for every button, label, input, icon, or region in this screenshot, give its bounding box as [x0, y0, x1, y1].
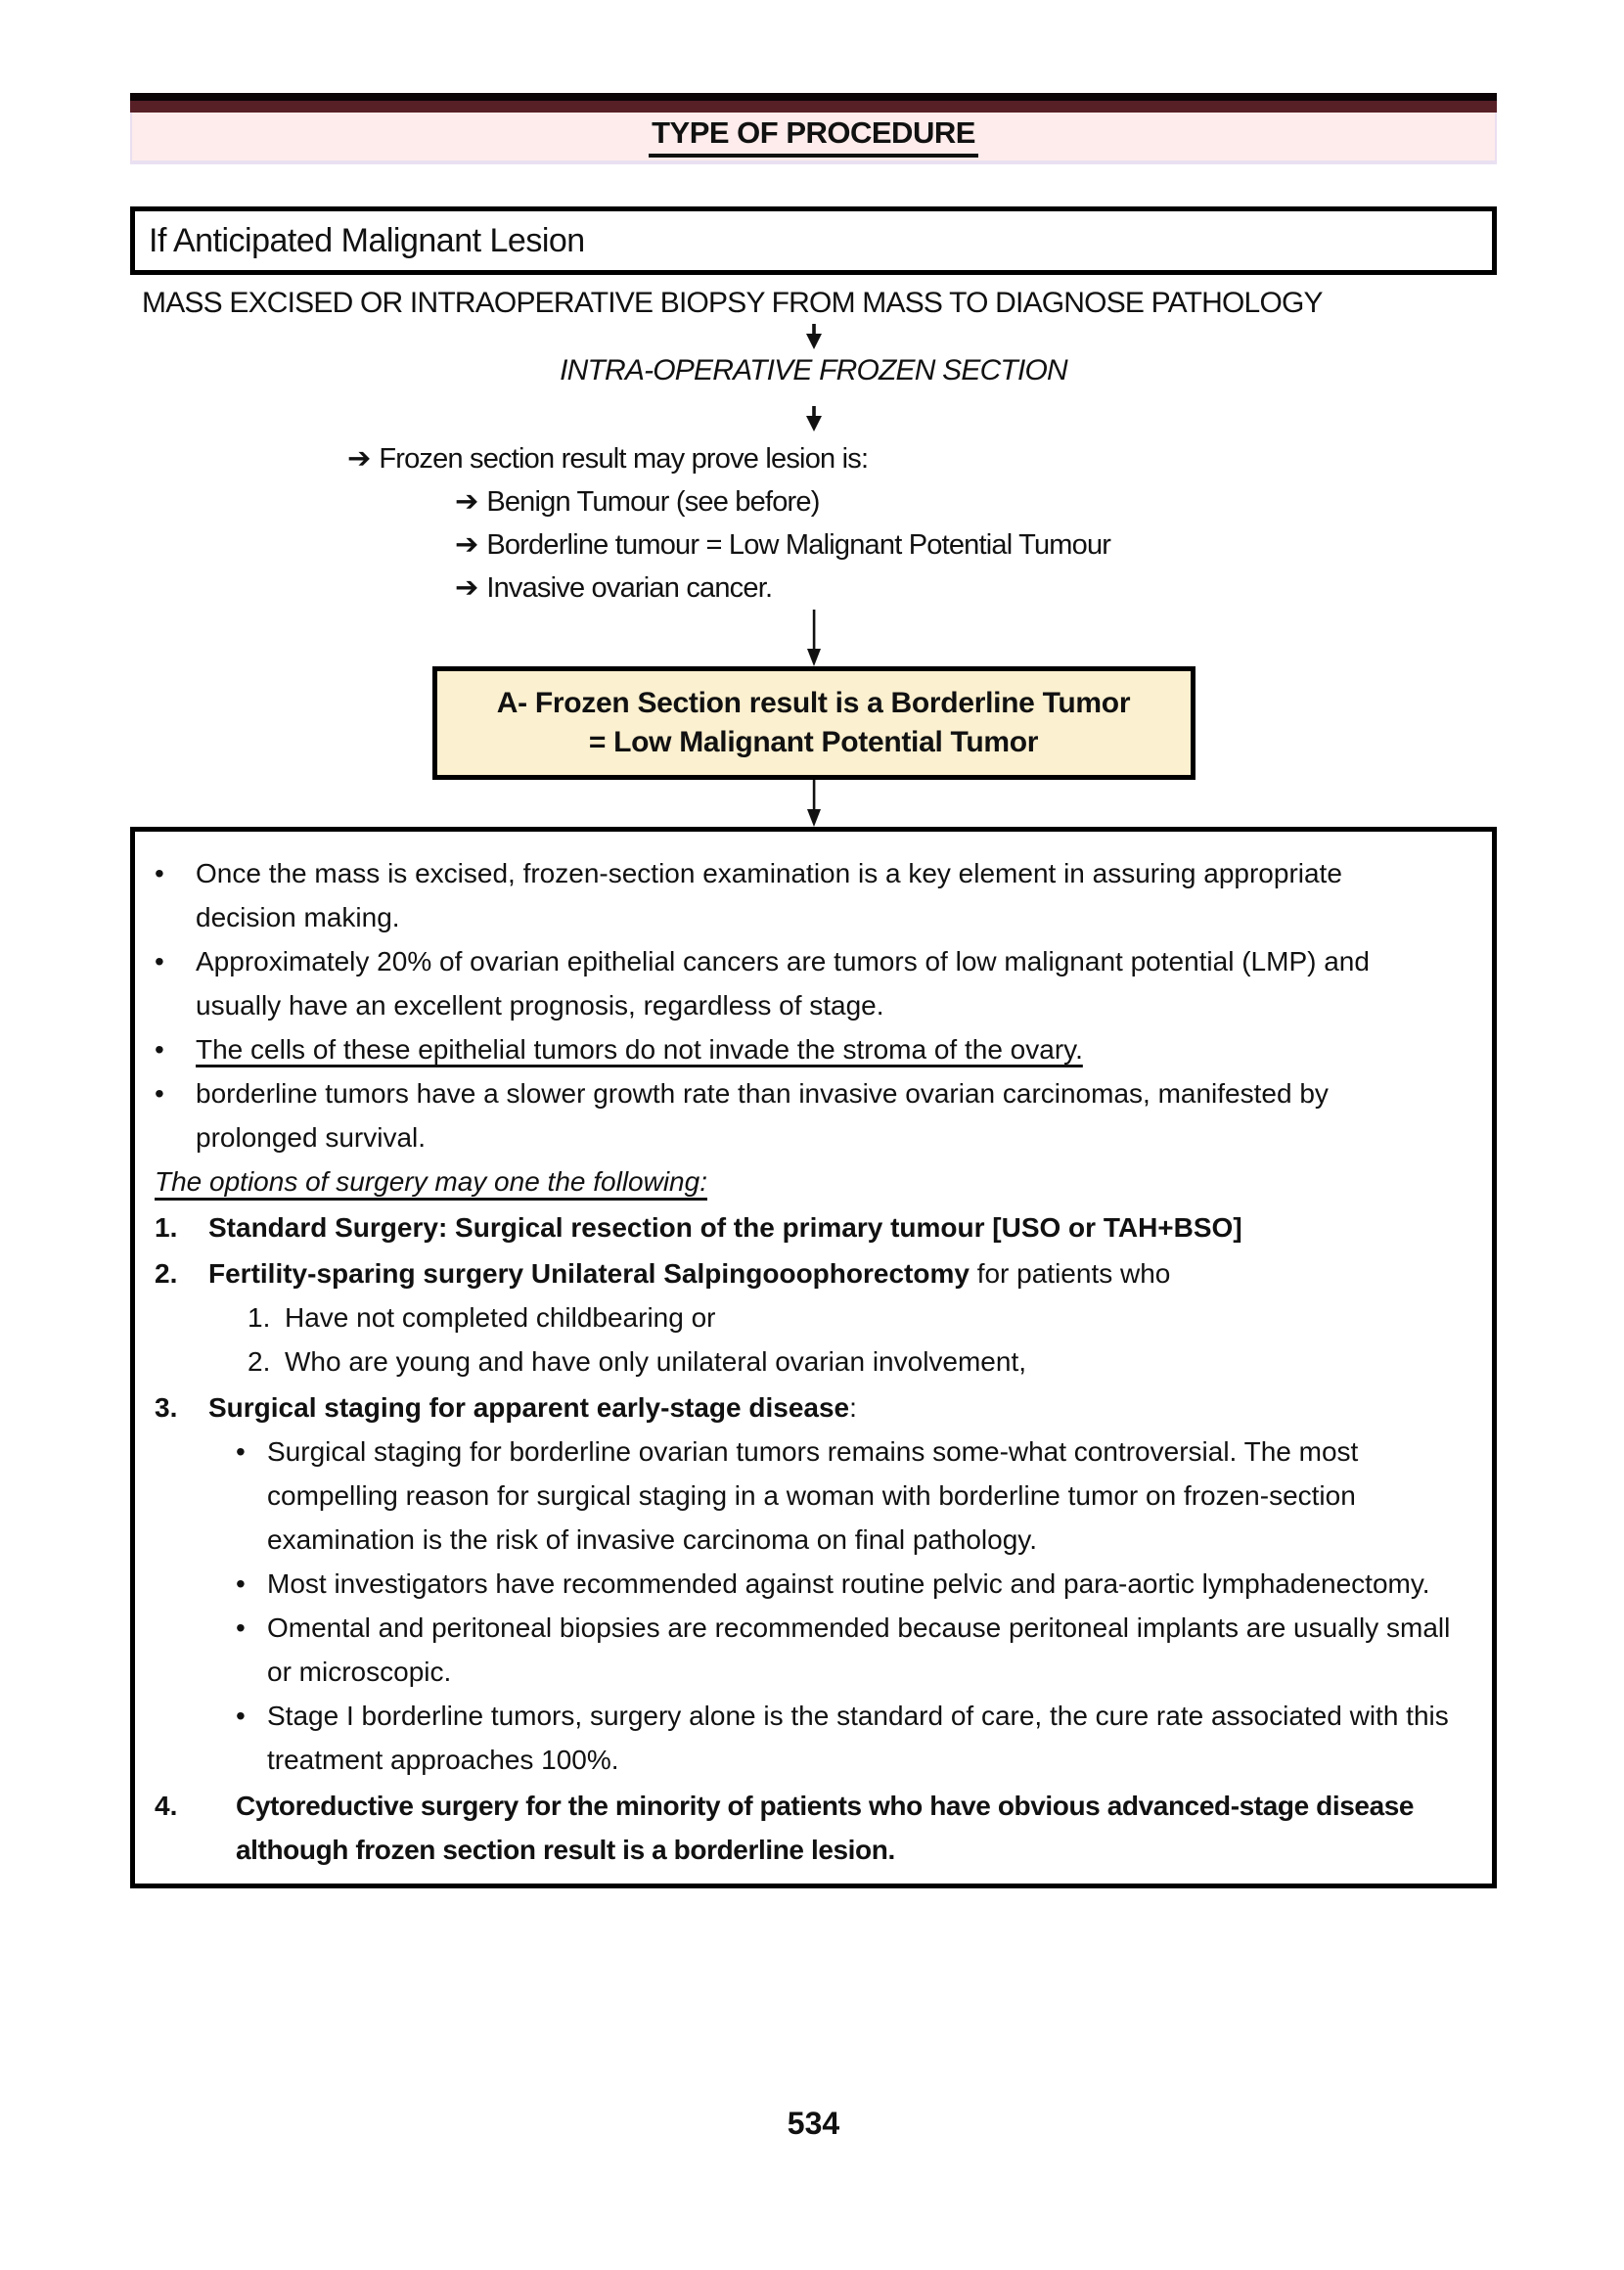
- right-arrow-icon: ➔: [455, 529, 479, 561]
- procedure-banner: TYPE OF PROCEDURE: [130, 93, 1497, 164]
- sub-item-number: 1.: [248, 1302, 271, 1333]
- banner-title: TYPE OF PROCEDURE: [649, 115, 978, 158]
- option-text: Cytoreductive surgery for the minority o…: [236, 1791, 1415, 1865]
- result-intro-text: Frozen section result may prove lesion i…: [379, 443, 869, 475]
- bullet-icon: •: [155, 1078, 164, 1109]
- surgery-option-1: 1. Standard Surgery: Surgical resection …: [155, 1205, 1474, 1249]
- right-arrow-icon: ➔: [347, 443, 372, 475]
- option-text: Surgical staging for apparent early-stag…: [208, 1385, 857, 1430]
- bullet-icon: •: [155, 946, 164, 976]
- banner-pink-area: TYPE OF PROCEDURE: [130, 113, 1497, 164]
- bullet-icon: •: [155, 1034, 164, 1065]
- option-text: Standard Surgery: Surgical resection of …: [208, 1212, 1242, 1243]
- heading-box-text: If Anticipated Malignant Lesion: [149, 221, 585, 259]
- surgery-options-heading: The options of surgery may one the follo…: [155, 1166, 707, 1197]
- result-item: ➔ Benign Tumour (see before): [130, 480, 1497, 523]
- option-text-rest: for patients who: [969, 1258, 1171, 1289]
- result-item: ➔ Invasive ovarian cancer.: [130, 567, 1497, 610]
- down-arrow-icon: [805, 406, 822, 431]
- connector-down-arrow-icon: [806, 610, 821, 666]
- result-item: ➔ Borderline tumour = Low Malignant Pote…: [130, 523, 1497, 567]
- right-arrow-icon: ➔: [455, 486, 479, 518]
- result-item-text: Benign Tumour (see before): [486, 486, 820, 518]
- option-3-sub-bullet: • Omental and peritoneal biopsies are re…: [155, 1606, 1474, 1694]
- bullet-item: • Once the mass is excised, frozen-secti…: [155, 851, 1474, 939]
- option-text-rest: :: [849, 1392, 857, 1423]
- bullet-icon: •: [236, 1612, 246, 1643]
- bullet-item: • The cells of these epithelial tumors d…: [155, 1027, 1474, 1071]
- sub-bullet-text: Surgical staging for borderline ovarian …: [267, 1436, 1359, 1555]
- result-intro-line: ➔ Frozen section result may prove lesion…: [130, 437, 1497, 480]
- result-item-text: Invasive ovarian cancer.: [486, 572, 773, 604]
- down-arrow-icon: [805, 324, 822, 349]
- bullet-text: Once the mass is excised, frozen-section…: [196, 858, 1342, 932]
- option-3-sub-bullet: • Most investigators have recommended ag…: [155, 1562, 1474, 1606]
- page-number: 534: [787, 2106, 840, 2141]
- bullet-item: • Approximately 20% of ovarian epithelia…: [155, 939, 1474, 1027]
- borderline-tumor-result-box: A- Frozen Section result is a Borderline…: [431, 666, 1195, 780]
- flowchart-section: MASS EXCISED OR INTRAOPERATIVE BIOPSY FR…: [130, 285, 1497, 827]
- right-arrow-icon: ➔: [455, 572, 479, 604]
- sub-bullet-text: Most investigators have recommended agai…: [267, 1568, 1430, 1599]
- sub-item-text: Have not completed childbearing or: [285, 1302, 716, 1333]
- surgery-option-3: 3. Surgical staging for apparent early-s…: [155, 1385, 1474, 1430]
- mass-excised-line: MASS EXCISED OR INTRAOPERATIVE BIOPSY FR…: [142, 287, 1324, 319]
- option-text: Fertility-sparing surgery Unilateral Sal…: [208, 1251, 1170, 1295]
- result-box-line1: A- Frozen Section result is a Borderline…: [496, 687, 1131, 719]
- sub-bullet-text: Omental and peritoneal biopsies are reco…: [267, 1612, 1451, 1687]
- connector-down-arrow-icon: [806, 780, 821, 827]
- bullet-icon: •: [155, 858, 164, 888]
- sub-item-text: Who are young and have only unilateral o…: [285, 1346, 1027, 1377]
- sub-bullet-text: Stage I borderline tumors, surgery alone…: [267, 1701, 1449, 1775]
- bullet-icon: •: [236, 1436, 246, 1467]
- frozen-section-label: INTRA-OPERATIVE FROZEN SECTION: [560, 354, 1068, 386]
- option-3-sub-bullet: • Stage I borderline tumors, surgery alo…: [155, 1694, 1474, 1782]
- option-2-sub-item: 1. Have not completed childbearing or: [155, 1295, 1474, 1339]
- surgery-option-4: 4. Cytoreductive surgery for the minorit…: [155, 1784, 1474, 1872]
- option-number: 4.: [155, 1791, 178, 1821]
- option-text-bold: Fertility-sparing surgery Unilateral Sal…: [208, 1258, 970, 1289]
- frozen-result-list: ➔ Frozen section result may prove lesion…: [130, 437, 1497, 610]
- bullet-icon: •: [236, 1568, 246, 1599]
- bullet-text: borderline tumors have a slower growth r…: [196, 1078, 1329, 1153]
- banner-maroon-strip: [130, 101, 1497, 113]
- result-box-line2: = Low Malignant Potential Tumor: [588, 726, 1039, 758]
- bullet-text-underlined: The cells of these epithelial tumors do …: [196, 1034, 1083, 1065]
- option-text-bold: Surgical staging for apparent early-stag…: [208, 1392, 850, 1423]
- option-number: 2.: [155, 1258, 178, 1289]
- option-number: 1.: [155, 1212, 178, 1243]
- page-content: TYPE OF PROCEDURE If Anticipated Maligna…: [130, 93, 1497, 2142]
- anticipated-malignant-heading-box: If Anticipated Malignant Lesion: [130, 206, 1497, 275]
- bullet-icon: •: [236, 1701, 246, 1731]
- sub-item-number: 2.: [248, 1346, 271, 1377]
- bullet-item: • borderline tumors have a slower growth…: [155, 1071, 1474, 1159]
- surgery-option-2: 2. Fertility-sparing surgery Unilateral …: [155, 1251, 1474, 1295]
- details-box: • Once the mass is excised, frozen-secti…: [130, 827, 1497, 1888]
- option-number: 3.: [155, 1392, 178, 1423]
- bullet-text: Approximately 20% of ovarian epithelial …: [196, 946, 1370, 1021]
- banner-black-strip: [130, 93, 1497, 101]
- result-item-text: Borderline tumour = Low Malignant Potent…: [486, 529, 1111, 561]
- option-2-sub-item: 2. Who are young and have only unilatera…: [155, 1339, 1474, 1384]
- option-3-sub-bullet: • Surgical staging for borderline ovaria…: [155, 1430, 1474, 1562]
